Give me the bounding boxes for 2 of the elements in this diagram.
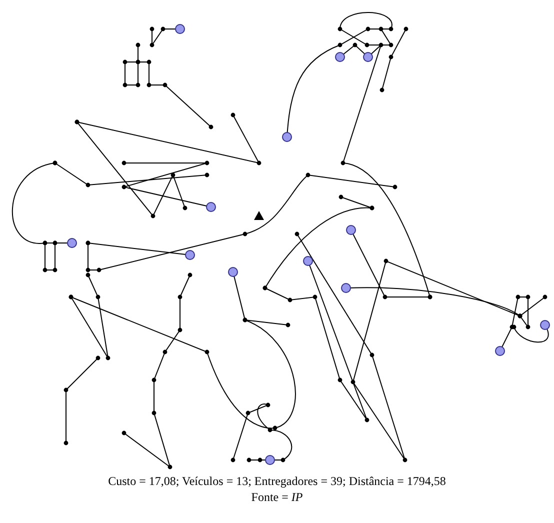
source-note: Fonte = IP bbox=[251, 490, 303, 504]
caption-text: Custo = 17,08; Veículos = 13; Entregadores = 39; Distância = 1794,58 bbox=[108, 474, 446, 488]
